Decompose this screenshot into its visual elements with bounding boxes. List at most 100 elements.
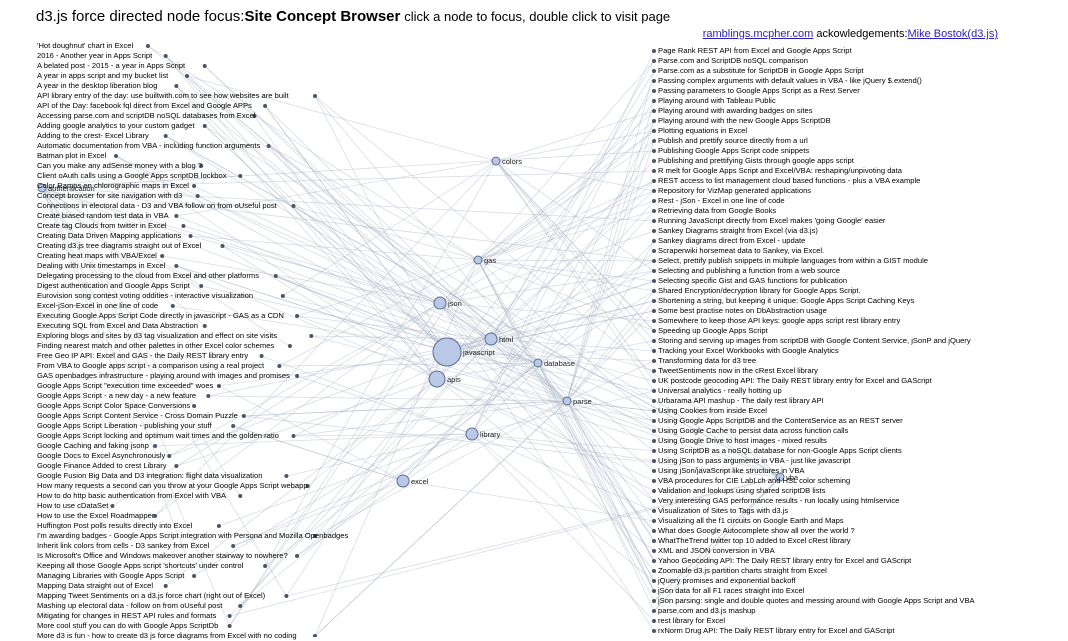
- page-node[interactable]: [652, 179, 656, 183]
- page-node-label[interactable]: Sankey diagrams direct from Excel - upda…: [658, 236, 806, 245]
- page-node-label[interactable]: Scraperwiki horsemeat data to Sankey, vi…: [658, 246, 825, 255]
- page-node[interactable]: [241, 414, 246, 418]
- page-node-label[interactable]: Managing Libraries with Google Apps Scri…: [37, 571, 185, 580]
- page-node-label[interactable]: Excel-jSon-Excel in one line of code: [37, 301, 159, 310]
- page-node-label[interactable]: Playing around with Tableau Public: [658, 96, 776, 105]
- page-node-label[interactable]: Speeding up Google Apps Script: [658, 326, 768, 335]
- page-node-label[interactable]: Urbarama API mashup - The daily rest lib…: [658, 396, 824, 405]
- page-node[interactable]: [284, 594, 289, 598]
- page-node-label[interactable]: How to use the Excel Roadmapper: [37, 511, 155, 520]
- page-node-label[interactable]: Selecting specific Gist and GAS function…: [658, 276, 848, 285]
- page-node-label[interactable]: Parse.com as a substitute for ScriptDB i…: [658, 66, 864, 75]
- page-node-label[interactable]: Creating Data Driven Mapping application…: [37, 231, 182, 240]
- page-node-label[interactable]: XML and JSON conversion in VBA: [658, 546, 775, 555]
- page-node-label[interactable]: Keeping all those Google Apps script 'sh…: [37, 561, 244, 570]
- page-node-label[interactable]: UK postcode geocoding API: The Daily RES…: [658, 376, 932, 385]
- page-node-label[interactable]: Mapping Data straight out of Excel: [37, 581, 154, 590]
- page-node-label[interactable]: Mitigating for changes in REST API rules…: [37, 611, 217, 620]
- page-node-label[interactable]: 2016 - Another year in Apps Script: [37, 51, 153, 60]
- page-node-label[interactable]: Using Google Cache to persist data acros…: [658, 426, 849, 435]
- page-node[interactable]: [313, 634, 317, 637]
- page-node-label[interactable]: Somewhere to keep those API keys: google…: [658, 316, 901, 325]
- page-node[interactable]: [652, 489, 656, 493]
- page-node-label[interactable]: Color Ramps on chlorographic maps in Exc…: [37, 181, 189, 190]
- concept-node-colors[interactable]: [491, 156, 501, 166]
- page-node-label[interactable]: Digest authentication and Google Apps Sc…: [37, 281, 190, 290]
- page-node-label[interactable]: Is Microsoft's Office and Windows makeov…: [37, 551, 288, 560]
- page-node[interactable]: [185, 74, 189, 78]
- page-node-label[interactable]: Executing SQL from Excel and Data Abstra…: [37, 321, 198, 330]
- page-node[interactable]: [192, 404, 197, 408]
- page-node-label[interactable]: Passing parameters to Google Apps Script…: [658, 86, 860, 95]
- page-node-label[interactable]: Transforming data for d3 tree: [658, 356, 757, 365]
- page-node-label[interactable]: API library entry of the day: use builtw…: [37, 91, 289, 100]
- page-node[interactable]: [167, 454, 172, 458]
- page-node[interactable]: [202, 124, 207, 128]
- page-node[interactable]: [145, 44, 150, 48]
- page-node[interactable]: [652, 59, 656, 63]
- page-node[interactable]: [284, 474, 289, 478]
- page-node[interactable]: [227, 624, 232, 628]
- concept-node-library[interactable]: [465, 427, 479, 441]
- page-node-label[interactable]: Sankey Diagrams straight from Excel (via…: [658, 226, 818, 235]
- page-node-label[interactable]: Passing complex arguments with default v…: [658, 76, 922, 85]
- page-node-label[interactable]: Can you make any adSense money with a bl…: [37, 161, 203, 170]
- page-node[interactable]: [110, 504, 115, 508]
- page-node[interactable]: [652, 349, 656, 353]
- page-node-label[interactable]: Inherit link colors from cells - D3 sank…: [37, 541, 210, 550]
- page-node-label[interactable]: Rest - jSon - Excel in one line of code: [658, 196, 785, 205]
- page-node-label[interactable]: Free Geo IP API: Excel and GAS - the Dai…: [37, 351, 249, 360]
- page-node[interactable]: [206, 394, 211, 398]
- page-node-label[interactable]: Yahoo Geocoding API: The Daily REST libr…: [658, 556, 912, 565]
- page-node[interactable]: [652, 199, 656, 203]
- concept-node-apis[interactable]: [428, 370, 446, 388]
- page-node[interactable]: [238, 604, 243, 608]
- page-node-label[interactable]: Shared Encryption/decryption library for…: [658, 286, 861, 295]
- page-node-label[interactable]: Finding nearest match and other palettes…: [37, 341, 275, 350]
- page-node[interactable]: [231, 544, 236, 548]
- page-node-label[interactable]: Using jSon to pass arguments in VBA - ju…: [658, 456, 851, 465]
- page-node[interactable]: [252, 114, 257, 118]
- page-node[interactable]: [238, 174, 243, 178]
- page-node[interactable]: [163, 584, 168, 588]
- page-node[interactable]: [652, 409, 656, 413]
- page-node-label[interactable]: Eurovision song contest voting oddities …: [37, 291, 254, 300]
- page-node[interactable]: [652, 579, 656, 583]
- page-node[interactable]: [652, 99, 656, 103]
- page-node[interactable]: [266, 144, 271, 148]
- page-node-label[interactable]: Using ScriptDB as a noSQL database for n…: [658, 446, 902, 455]
- ack-link[interactable]: Mike Bostok(d3.js): [907, 28, 998, 40]
- page-node-label[interactable]: Google Apps Script Content Service - Cro…: [37, 411, 238, 420]
- page-node[interactable]: [195, 194, 200, 198]
- page-node-label[interactable]: How many requests a second can you throw…: [37, 481, 308, 490]
- concept-node-database[interactable]: [533, 358, 543, 368]
- page-node[interactable]: [652, 189, 656, 193]
- page-node-label[interactable]: Delegating processing to the cloud from …: [37, 271, 260, 280]
- page-node[interactable]: [202, 324, 207, 328]
- page-node-label[interactable]: Google Apps Script locking and optimum w…: [37, 431, 279, 440]
- page-node[interactable]: [652, 139, 656, 143]
- page-node[interactable]: [313, 94, 317, 98]
- page-node-label[interactable]: parse.com and d3.js mashup: [658, 606, 756, 615]
- page-node-label[interactable]: Publishing and prettifying Gists through…: [658, 156, 854, 165]
- page-node-label[interactable]: jSon data for all F1 races straight into…: [658, 586, 805, 595]
- page-node[interactable]: [313, 534, 317, 538]
- page-node-label[interactable]: Google Apps Script - a new day - a new f…: [37, 391, 197, 400]
- page-node-label[interactable]: API of the Day: facebook fql direct from…: [37, 101, 252, 110]
- page-node[interactable]: [216, 524, 221, 528]
- concept-node-authentication[interactable]: [37, 183, 47, 193]
- page-node-label[interactable]: Publish and prettify source directly fro…: [658, 136, 808, 145]
- page-node[interactable]: [652, 219, 656, 223]
- page-node[interactable]: [652, 269, 656, 273]
- page-node-label[interactable]: Concept browser for site navigation with…: [37, 191, 183, 200]
- page-node-label[interactable]: jSon parsing: single and double quotes a…: [658, 596, 975, 605]
- page-node-label[interactable]: Automatic documentation from VBA - inclu…: [37, 141, 261, 150]
- page-node[interactable]: [287, 344, 292, 348]
- concept-node-parse[interactable]: [562, 396, 572, 406]
- page-node[interactable]: [163, 134, 168, 138]
- page-node[interactable]: [291, 204, 296, 208]
- page-node[interactable]: [652, 109, 656, 113]
- page-node-label[interactable]: I'm awarding badges - Google Apps Script…: [37, 531, 349, 540]
- page-node-label[interactable]: Dealing with Unix timestamps in Excel: [37, 261, 166, 270]
- page-node-label[interactable]: Mapping Tweet Sentiments on a d3.js forc…: [37, 591, 266, 600]
